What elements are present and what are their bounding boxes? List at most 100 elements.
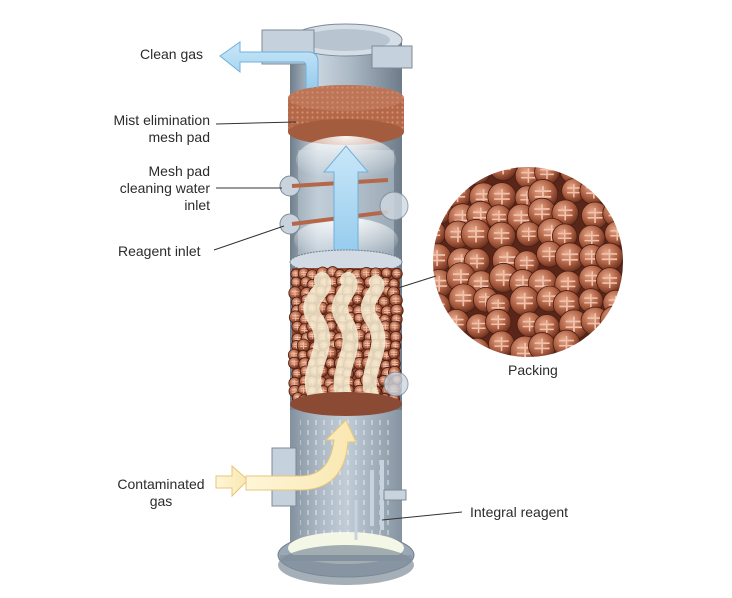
packing-ring-rib <box>291 359 298 367</box>
packing-ring-rib <box>383 270 390 277</box>
packing-ring-rib <box>364 341 371 348</box>
packing-ring-rib <box>521 227 536 242</box>
packing-ring-rib <box>534 338 550 354</box>
packing-ring-rib <box>467 226 485 243</box>
packing-ring-rib <box>585 340 600 355</box>
packing-ring-rib <box>557 205 573 221</box>
packing-ring-rib <box>493 228 510 244</box>
packing-ring-rib <box>327 360 334 367</box>
label-contaminated-line2: gas <box>149 493 173 509</box>
packing-ring-rib <box>494 188 510 205</box>
leader-reagent <box>213 225 285 251</box>
packing-ring <box>432 292 452 323</box>
packing-ring-rib <box>394 270 400 277</box>
packing-ring-rib <box>336 341 344 348</box>
packing-ring-rib <box>602 273 617 289</box>
packing-ring <box>579 334 606 358</box>
packing-ring-rib <box>356 371 363 377</box>
packing-ring-rib <box>565 316 583 333</box>
packing-ring-rib <box>516 292 533 310</box>
packing-ring-rib <box>607 344 622 358</box>
packing-ring-rib <box>494 336 509 352</box>
packing-ring-rib <box>495 269 512 286</box>
label-integral-reagent: Integral reagent <box>470 504 569 520</box>
packing-ring-rib <box>291 289 299 297</box>
packing-ring-rib <box>559 336 574 351</box>
packing-ring-rib <box>601 249 618 265</box>
contaminated-gas-arrow <box>215 464 249 498</box>
packing-ring-rib <box>356 315 362 322</box>
packing-ring-rib <box>362 270 371 278</box>
packing-ring-rib <box>354 296 361 303</box>
packing-ring-rib <box>584 166 598 174</box>
packing-ring <box>432 334 454 358</box>
packing-ring-rib <box>293 299 300 306</box>
packing-ring-rib <box>560 276 576 292</box>
label-mist-pad: Mist elimination mesh pad <box>98 112 210 146</box>
contaminated-gas-flow <box>245 419 357 491</box>
packing-ring-rib <box>513 210 530 226</box>
label-contaminated-gas: Contaminated gas <box>106 476 216 510</box>
packing-ring-rib <box>432 341 447 358</box>
label-contaminated-line1: Contaminated <box>117 476 205 492</box>
leader-integral <box>381 511 463 521</box>
label-mist-pad-line1: Mist elimination <box>113 112 210 128</box>
packing-ring <box>442 166 469 180</box>
mist-elimination-pad <box>288 85 404 145</box>
label-reagent-inlet: Reagent inlet <box>118 243 201 259</box>
packing-ring-rib <box>491 315 506 330</box>
packing-ring-rib <box>448 166 463 174</box>
packing-ring-rib <box>293 279 300 286</box>
packing-ring-rib <box>392 333 400 341</box>
packing-ring-rib <box>471 319 486 334</box>
label-cleaning-line3: inlet <box>184 197 210 213</box>
packing-ring-rib <box>328 323 335 329</box>
packing-ring-rib <box>380 298 388 306</box>
packing-ring-rib <box>557 229 572 243</box>
clean-gas-arrow <box>219 41 319 97</box>
packing-ring <box>444 334 471 358</box>
packing-ring-rib <box>559 296 575 312</box>
packing-ring-rib <box>539 320 554 335</box>
packing-ring-rib <box>432 250 446 267</box>
packing-ring-rib <box>393 307 401 314</box>
packing-ring-rib <box>561 249 578 266</box>
packing-ring-rib <box>519 256 534 271</box>
label-cleaning-line2: cleaning water <box>119 180 210 196</box>
packing-ring-rib <box>392 360 398 367</box>
packing-ring <box>604 175 624 203</box>
packing-ring <box>432 166 450 182</box>
packing-ring-rib <box>567 183 581 198</box>
packing-ring-rib <box>450 340 465 355</box>
label-cleaning-line1: Mesh pad <box>148 163 210 179</box>
integral-reagent-pipe <box>354 460 407 540</box>
packing-ring <box>601 166 624 186</box>
packing-ring-rib <box>455 290 472 307</box>
packing-ring-rib <box>327 315 334 322</box>
leader-mist-pad <box>215 121 297 125</box>
leader-packing <box>397 275 437 289</box>
packing-ring-rib <box>432 166 444 175</box>
packing-ring-rib <box>534 204 550 220</box>
packing-ring-rib <box>294 370 301 377</box>
packing-ring-rib <box>610 182 624 196</box>
label-mist-pad-line2: mesh pad <box>148 129 210 145</box>
packing-ring-rib <box>292 313 300 321</box>
packing-ring-rib <box>584 231 600 246</box>
packing-ring-rib <box>432 187 448 204</box>
packing-ring <box>463 337 491 358</box>
packing-ring-rib <box>391 323 399 331</box>
packing-ring-rib <box>432 319 445 335</box>
packing-ring-rib <box>309 272 316 279</box>
packing-ring <box>578 166 604 180</box>
packing-ring-rib <box>392 296 400 304</box>
packing-ring-rib <box>587 208 603 223</box>
packing-ring-rib <box>521 168 536 183</box>
packing-ring-rib <box>469 254 485 269</box>
packing-ring-rib <box>607 166 622 180</box>
packing-ring-rib <box>383 308 391 315</box>
packing-ring-rib <box>300 342 308 350</box>
packing-ring-rib <box>584 294 598 308</box>
